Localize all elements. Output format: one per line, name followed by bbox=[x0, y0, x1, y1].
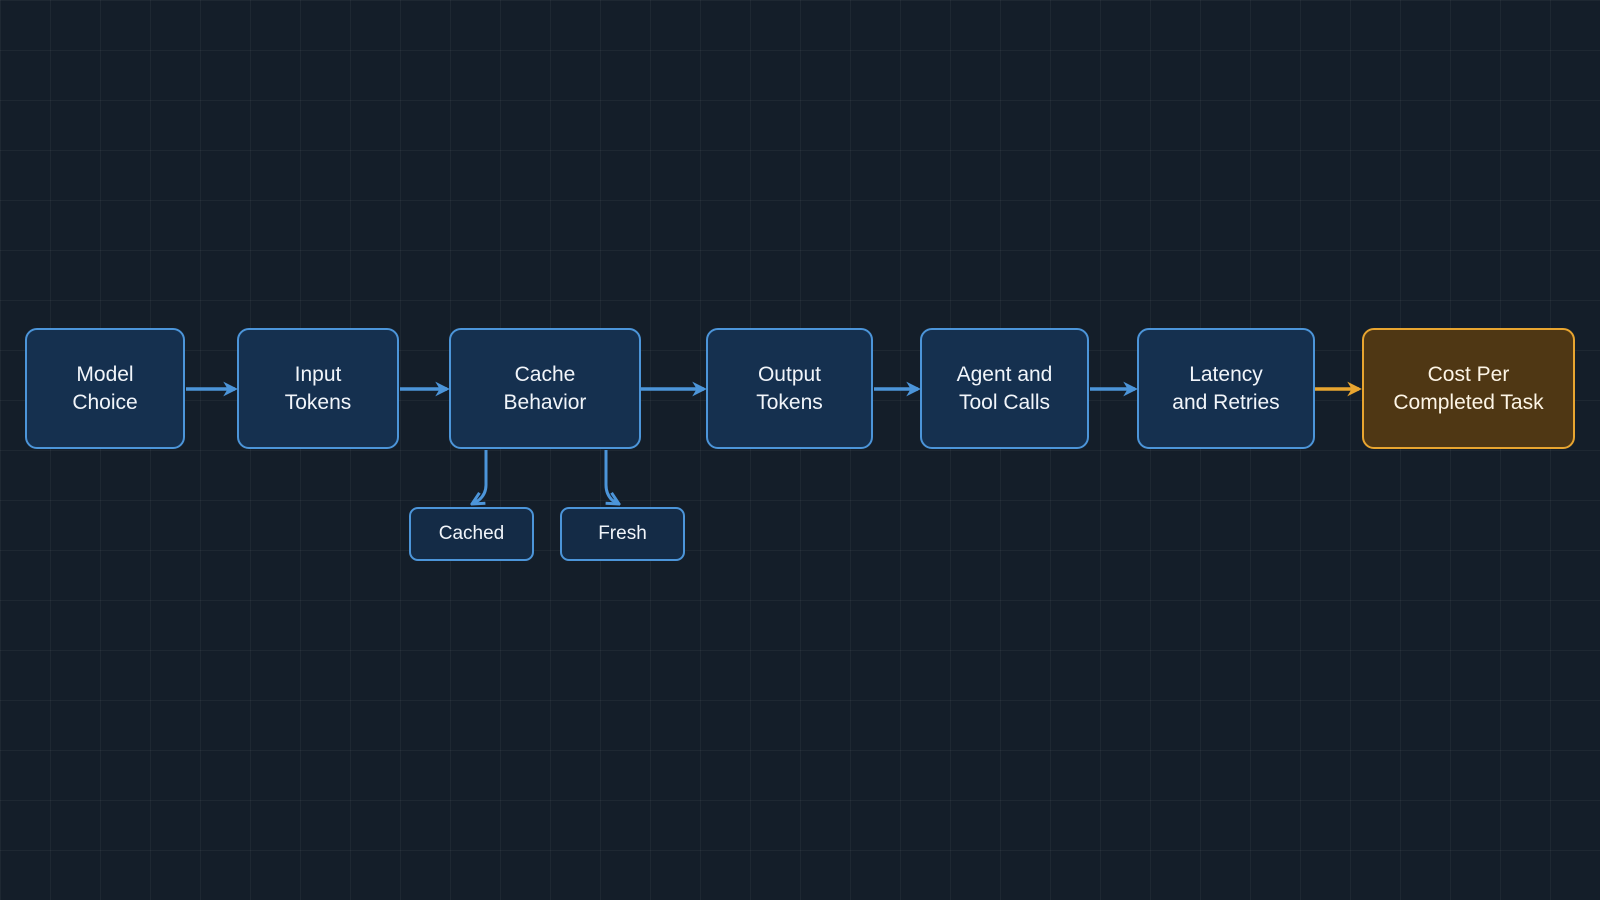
node-model-choice-line2: Choice bbox=[72, 390, 138, 414]
arrow-cache-to-cached bbox=[472, 450, 488, 504]
node-output-tokens: Output Tokens bbox=[706, 328, 873, 449]
node-cached-label: Cached bbox=[438, 523, 505, 544]
node-model-choice-line1: Model bbox=[76, 362, 134, 386]
node-output-tokens-line1: Output bbox=[757, 362, 822, 386]
node-cost-per-completed-task: Cost Per Completed Task bbox=[1362, 328, 1575, 449]
node-fresh-label: Fresh bbox=[598, 523, 647, 544]
node-agent-tool-calls-line2: Tool Calls bbox=[958, 390, 1051, 414]
node-cost-per-task-line2: Completed Task bbox=[1393, 390, 1544, 414]
node-input-tokens: Input Tokens bbox=[237, 328, 399, 449]
node-latency-retries-line1: Latency bbox=[1189, 362, 1263, 386]
node-model-choice: Model Choice bbox=[25, 328, 185, 449]
node-cache-behavior-line1: Cache bbox=[514, 362, 576, 386]
node-cost-per-task-line1: Cost Per bbox=[1427, 362, 1510, 386]
node-output-tokens-line2: Tokens bbox=[756, 390, 823, 414]
arrow-cache-to-fresh bbox=[604, 450, 619, 504]
node-agent-tool-calls-line1: Agent and bbox=[956, 362, 1053, 386]
node-latency-retries: Latency and Retries bbox=[1137, 328, 1315, 449]
node-cache-behavior: Cache Behavior bbox=[449, 328, 641, 449]
node-cached: Cached bbox=[409, 507, 534, 561]
node-cache-behavior-line2: Behavior bbox=[503, 390, 587, 414]
node-latency-retries-line2: and Retries bbox=[1172, 390, 1280, 414]
node-agent-tool-calls: Agent and Tool Calls bbox=[920, 328, 1089, 449]
node-input-tokens-line1: Input bbox=[294, 362, 342, 386]
node-input-tokens-line2: Tokens bbox=[284, 390, 352, 414]
node-fresh: Fresh bbox=[560, 507, 685, 561]
